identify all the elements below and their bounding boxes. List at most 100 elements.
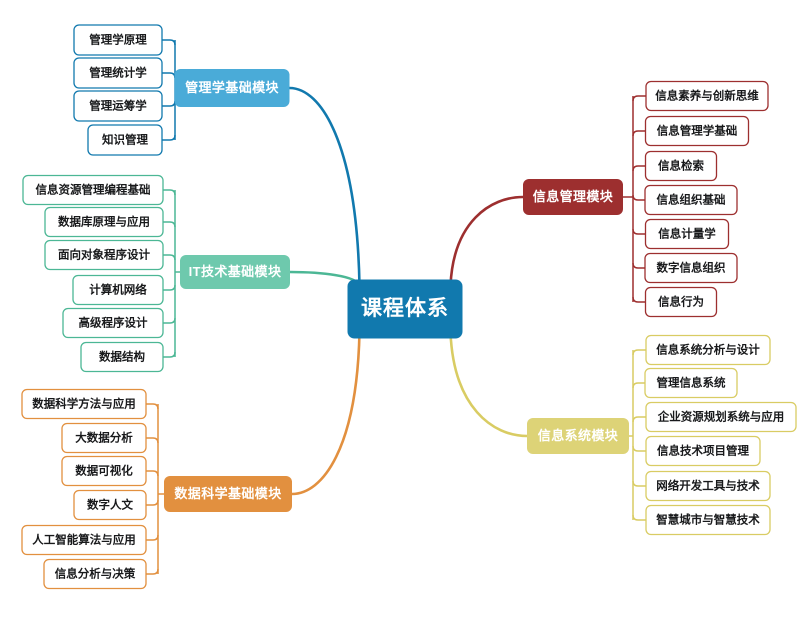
leaf-node-it-4[interactable] [62, 307, 164, 339]
leaf-node-label-management-3: 知识管理 [101, 133, 148, 147]
leaf-connector-it-2 [163, 254, 176, 261]
leaf-node-label-management-0: 管理学原理 [89, 33, 147, 47]
branch-node-it[interactable] [180, 255, 290, 289]
leaf-node-label-infomanagement-2: 信息检索 [658, 159, 704, 173]
leaf-node-label-infomanagement-0: 信息素养与创新思维 [655, 89, 759, 103]
leaf-node-label-it-3: 计算机网络 [89, 283, 147, 297]
leaf-node-it-5[interactable] [80, 341, 164, 373]
leaf-node-infosystem-3[interactable] [645, 435, 761, 467]
leaf-connector-infosystem-4 [632, 480, 646, 487]
leaf-node-infosystem-4[interactable] [645, 470, 771, 502]
branch-node-label-datascience: 数据科学基础模块 [174, 486, 282, 501]
leaf-connector-datascience-0 [146, 403, 159, 410]
leaf-node-infomanagement-1[interactable] [644, 115, 750, 147]
leaf-connector-infomanagement-5 [632, 262, 645, 269]
root-node-group: 课程体系 [347, 279, 463, 339]
trunk-connector-management [288, 86, 361, 287]
leaf-node-management-1[interactable] [73, 57, 163, 89]
leaf-node-it-1[interactable] [44, 206, 164, 238]
leaf-node-datascience-2[interactable] [61, 455, 147, 487]
leaf-connector-it-0 [163, 189, 176, 196]
branch-node-datascience[interactable] [164, 476, 292, 512]
leaf-node-label-infosystem-0: 信息系统分析与设计 [656, 343, 760, 357]
leaf-node-infomanagement-0[interactable] [645, 80, 769, 112]
leaf-node-label-infosystem-1: 管理信息系统 [657, 376, 726, 390]
leaf-node-infomanagement-3[interactable] [644, 184, 738, 216]
branch-node-label-infosystem: 信息系统模块 [538, 428, 619, 443]
leaf-node-label-it-1: 数据库原理与应用 [58, 215, 150, 229]
leaf-node-datascience-0[interactable] [21, 388, 147, 420]
leaf-node-datascience-5[interactable] [43, 558, 147, 590]
leaf-node-infosystem-0[interactable] [645, 334, 771, 366]
leaf-node-it-2[interactable] [44, 239, 164, 271]
leaf-node-label-management-1: 管理统计学 [89, 66, 147, 80]
leaf-connector-infomanagement-2 [632, 165, 646, 172]
trunk-connector-infosystem [449, 331, 529, 438]
leaf-connector-infosystem-3 [632, 445, 646, 452]
leaf-nodes: 管理学原理管理统计学管理运筹学知识管理信息资源管理编程基础数据库原理与应用面向对… [21, 24, 797, 590]
leaf-node-infosystem-2[interactable] [645, 401, 797, 433]
leaf-connector-it-4 [163, 317, 176, 324]
leaf-node-label-infosystem-3: 信息技术项目管理 [657, 444, 749, 458]
leaf-node-infosystem-5[interactable] [645, 504, 771, 536]
leaf-node-management-0[interactable] [73, 24, 163, 56]
leaf-node-label-infosystem-4: 网络开发工具与技术 [656, 479, 760, 493]
leaf-node-label-infomanagement-5: 数字信息组织 [657, 261, 726, 275]
leaf-connector-it-1 [163, 221, 176, 228]
leaf-node-label-infomanagement-3: 信息组织基础 [657, 193, 726, 207]
leaf-connector-infomanagement-0 [632, 95, 646, 102]
leaf-node-it-3[interactable] [72, 274, 164, 306]
leaf-node-label-management-2: 管理运筹学 [89, 99, 147, 113]
branch-node-infosystem[interactable] [527, 418, 629, 454]
leaf-connector-datascience-4 [146, 534, 159, 541]
branch-node-management[interactable] [174, 69, 290, 107]
branch-node-label-management: 管理学基础模块 [185, 80, 279, 95]
leaf-node-label-infomanagement-1: 信息管理学基础 [657, 124, 738, 138]
branch-node-label-it: IT技术基础模块 [189, 264, 282, 279]
leaf-node-datascience-3[interactable] [73, 489, 147, 521]
leaf-connector-datascience-1 [146, 437, 159, 444]
leaf-connector-management-1 [162, 72, 176, 79]
leaf-connector-it-3 [163, 284, 176, 291]
leaf-node-infomanagement-6[interactable] [644, 286, 718, 318]
leaf-node-label-infosystem-2: 企业资源规划系统与应用 [657, 410, 785, 424]
leaf-node-label-datascience-2: 数据可视化 [75, 464, 133, 478]
leaf-node-label-it-0: 信息资源管理编程基础 [36, 183, 151, 197]
leaf-node-management-3[interactable] [87, 124, 163, 156]
leaf-node-infosystem-1[interactable] [644, 367, 738, 399]
root-node-box[interactable] [347, 279, 463, 339]
leaf-node-it-0[interactable] [22, 174, 164, 206]
leaf-connector-infosystem-2 [632, 416, 646, 423]
leaf-node-label-it-5: 数据结构 [99, 350, 145, 364]
leaf-connector-management-3 [162, 134, 176, 141]
leaf-connector-datascience-5 [146, 568, 159, 575]
leaf-node-label-infomanagement-6: 信息行为 [658, 295, 704, 309]
leaf-connector-infomanagement-6 [632, 296, 646, 303]
leaf-connector-infomanagement-3 [632, 194, 645, 201]
leaf-connector-management-2 [162, 100, 176, 107]
leaf-connector-infosystem-0 [632, 349, 646, 356]
leaf-connector-management-0 [162, 39, 176, 46]
leaf-node-datascience-4[interactable] [21, 524, 147, 556]
leaf-node-label-datascience-3: 数字人文 [87, 498, 133, 512]
leaf-connector-it-5 [163, 351, 176, 358]
leaf-connector-datascience-3 [146, 499, 159, 506]
leaf-node-label-datascience-0: 数据科学方法与应用 [32, 397, 136, 411]
leaf-connector-infosystem-1 [632, 382, 645, 389]
leaf-node-management-2[interactable] [73, 90, 163, 122]
leaf-node-infomanagement-5[interactable] [644, 252, 738, 284]
leaf-connector-infomanagement-4 [632, 228, 646, 235]
root-node-label: 课程体系 [361, 297, 449, 320]
leaf-node-label-infosystem-5: 智慧城市与智慧技术 [656, 513, 760, 527]
leaf-node-label-datascience-4: 人工智能算法与应用 [32, 533, 136, 547]
leaf-node-infomanagement-2[interactable] [644, 150, 718, 182]
leaf-connector-infosystem-5 [632, 514, 646, 521]
leaf-node-infomanagement-4[interactable] [644, 218, 730, 250]
leaf-node-label-infomanagement-4: 信息计量学 [658, 227, 716, 241]
branch-node-infomanagement[interactable] [523, 179, 623, 215]
leaf-node-datascience-1[interactable] [61, 422, 147, 454]
branch-node-label-infomanagement: 信息管理模块 [533, 189, 614, 204]
trunk-connector-datascience [290, 331, 361, 496]
